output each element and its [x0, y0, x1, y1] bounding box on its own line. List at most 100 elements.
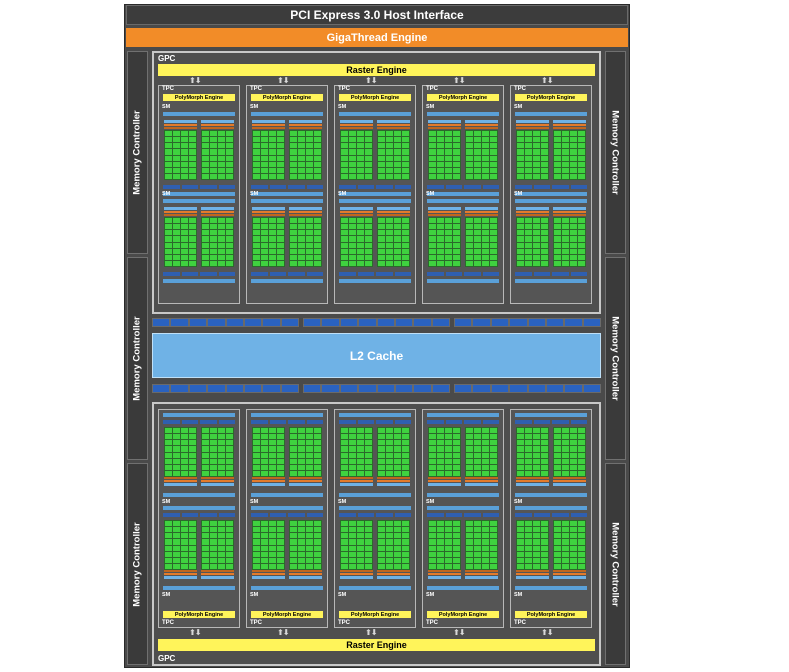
crossbar-unit [244, 385, 262, 392]
cuda-core [525, 521, 532, 527]
cuda-core [226, 248, 233, 254]
cuda-core [490, 161, 497, 167]
cuda-core [210, 242, 217, 248]
cuda-core [269, 248, 276, 254]
texture-unit [570, 513, 587, 517]
cuda-core [437, 242, 444, 248]
cuda-core [429, 545, 436, 551]
cuda-core [357, 563, 364, 569]
cuda-core [386, 434, 393, 440]
cuda-core [453, 458, 460, 464]
cuda-core [525, 470, 532, 476]
cuda-core [402, 563, 409, 569]
cuda-core [570, 470, 577, 476]
cuda-core [445, 533, 452, 539]
cuda-core [341, 440, 348, 446]
cuda-core [290, 155, 297, 161]
cuda-core [386, 470, 393, 476]
cuda-core [466, 236, 473, 242]
texture-unit [251, 420, 268, 424]
cuda-core [533, 224, 540, 230]
cuda-core [474, 167, 481, 173]
cuda-core [253, 155, 260, 161]
cuda-core [253, 242, 260, 248]
cuda-core [554, 230, 561, 236]
cuda-core [181, 224, 188, 230]
cuda-core [525, 452, 532, 458]
cuda-core [533, 557, 540, 563]
cuda-core [341, 131, 348, 137]
cuda-core [165, 260, 172, 266]
cuda-core [202, 470, 209, 476]
cuda-core [181, 545, 188, 551]
cuda-core [562, 527, 569, 533]
crossbar-unit [208, 319, 225, 326]
cuda-core [570, 539, 577, 545]
cuda-core [261, 161, 268, 167]
sm-instruction-cache [427, 493, 499, 497]
cuda-core [554, 521, 561, 527]
cuda-core [570, 242, 577, 248]
memory-controller-left-3: Memory Controller [127, 463, 148, 665]
cuda-core [466, 260, 473, 266]
core-strip [516, 570, 549, 572]
cuda-core [165, 557, 172, 563]
texture-unit [288, 272, 305, 276]
cuda-core [165, 236, 172, 242]
cuda-core [290, 545, 297, 551]
cuda-core [482, 155, 489, 161]
texture-unit [445, 420, 462, 424]
cuda-core [290, 563, 297, 569]
cuda-core [349, 218, 356, 224]
core-strip [553, 477, 586, 479]
cuda-core [189, 260, 196, 266]
texture-unit [533, 513, 550, 517]
cuda-core [202, 533, 209, 539]
cuda-core [314, 440, 321, 446]
cuda-core [533, 533, 540, 539]
cuda-core [490, 563, 497, 569]
cuda-core [365, 434, 372, 440]
tpc-label: TPC [338, 86, 350, 92]
cuda-core [269, 539, 276, 545]
sm-block: SM [162, 413, 236, 505]
cuda-core [386, 527, 393, 533]
cuda-core [306, 446, 313, 452]
cuda-core [210, 539, 217, 545]
texture-unit [376, 513, 393, 517]
cuda-core [474, 551, 481, 557]
cuda-core [357, 149, 364, 155]
core-grid [553, 427, 586, 477]
cuda-core-cluster [377, 207, 410, 267]
cuda-core [181, 167, 188, 173]
cuda-core [437, 230, 444, 236]
core-strip [428, 211, 461, 213]
cuda-core [202, 254, 209, 260]
cuda-core [357, 458, 364, 464]
memory-controller-label: Memory Controller [610, 521, 621, 607]
cuda-core [306, 551, 313, 557]
cuda-core [517, 539, 524, 545]
cuda-core [349, 440, 356, 446]
cuda-core [173, 230, 180, 236]
cuda-core [394, 470, 401, 476]
core-strip [465, 570, 498, 572]
cuda-core [578, 254, 585, 260]
cuda-core [341, 539, 348, 545]
cuda-core [482, 446, 489, 452]
cuda-core [429, 218, 436, 224]
core-strip [252, 483, 285, 486]
cuda-core [570, 254, 577, 260]
core-strip [252, 570, 285, 572]
texture-unit [445, 513, 462, 517]
cuda-core [306, 563, 313, 569]
cuda-core [402, 545, 409, 551]
cuda-core [541, 149, 548, 155]
cuda-core [226, 446, 233, 452]
cuda-core [314, 452, 321, 458]
cuda-core [253, 458, 260, 464]
core-strip [516, 211, 549, 213]
crossbar-unit [432, 385, 449, 392]
cuda-core [437, 434, 444, 440]
